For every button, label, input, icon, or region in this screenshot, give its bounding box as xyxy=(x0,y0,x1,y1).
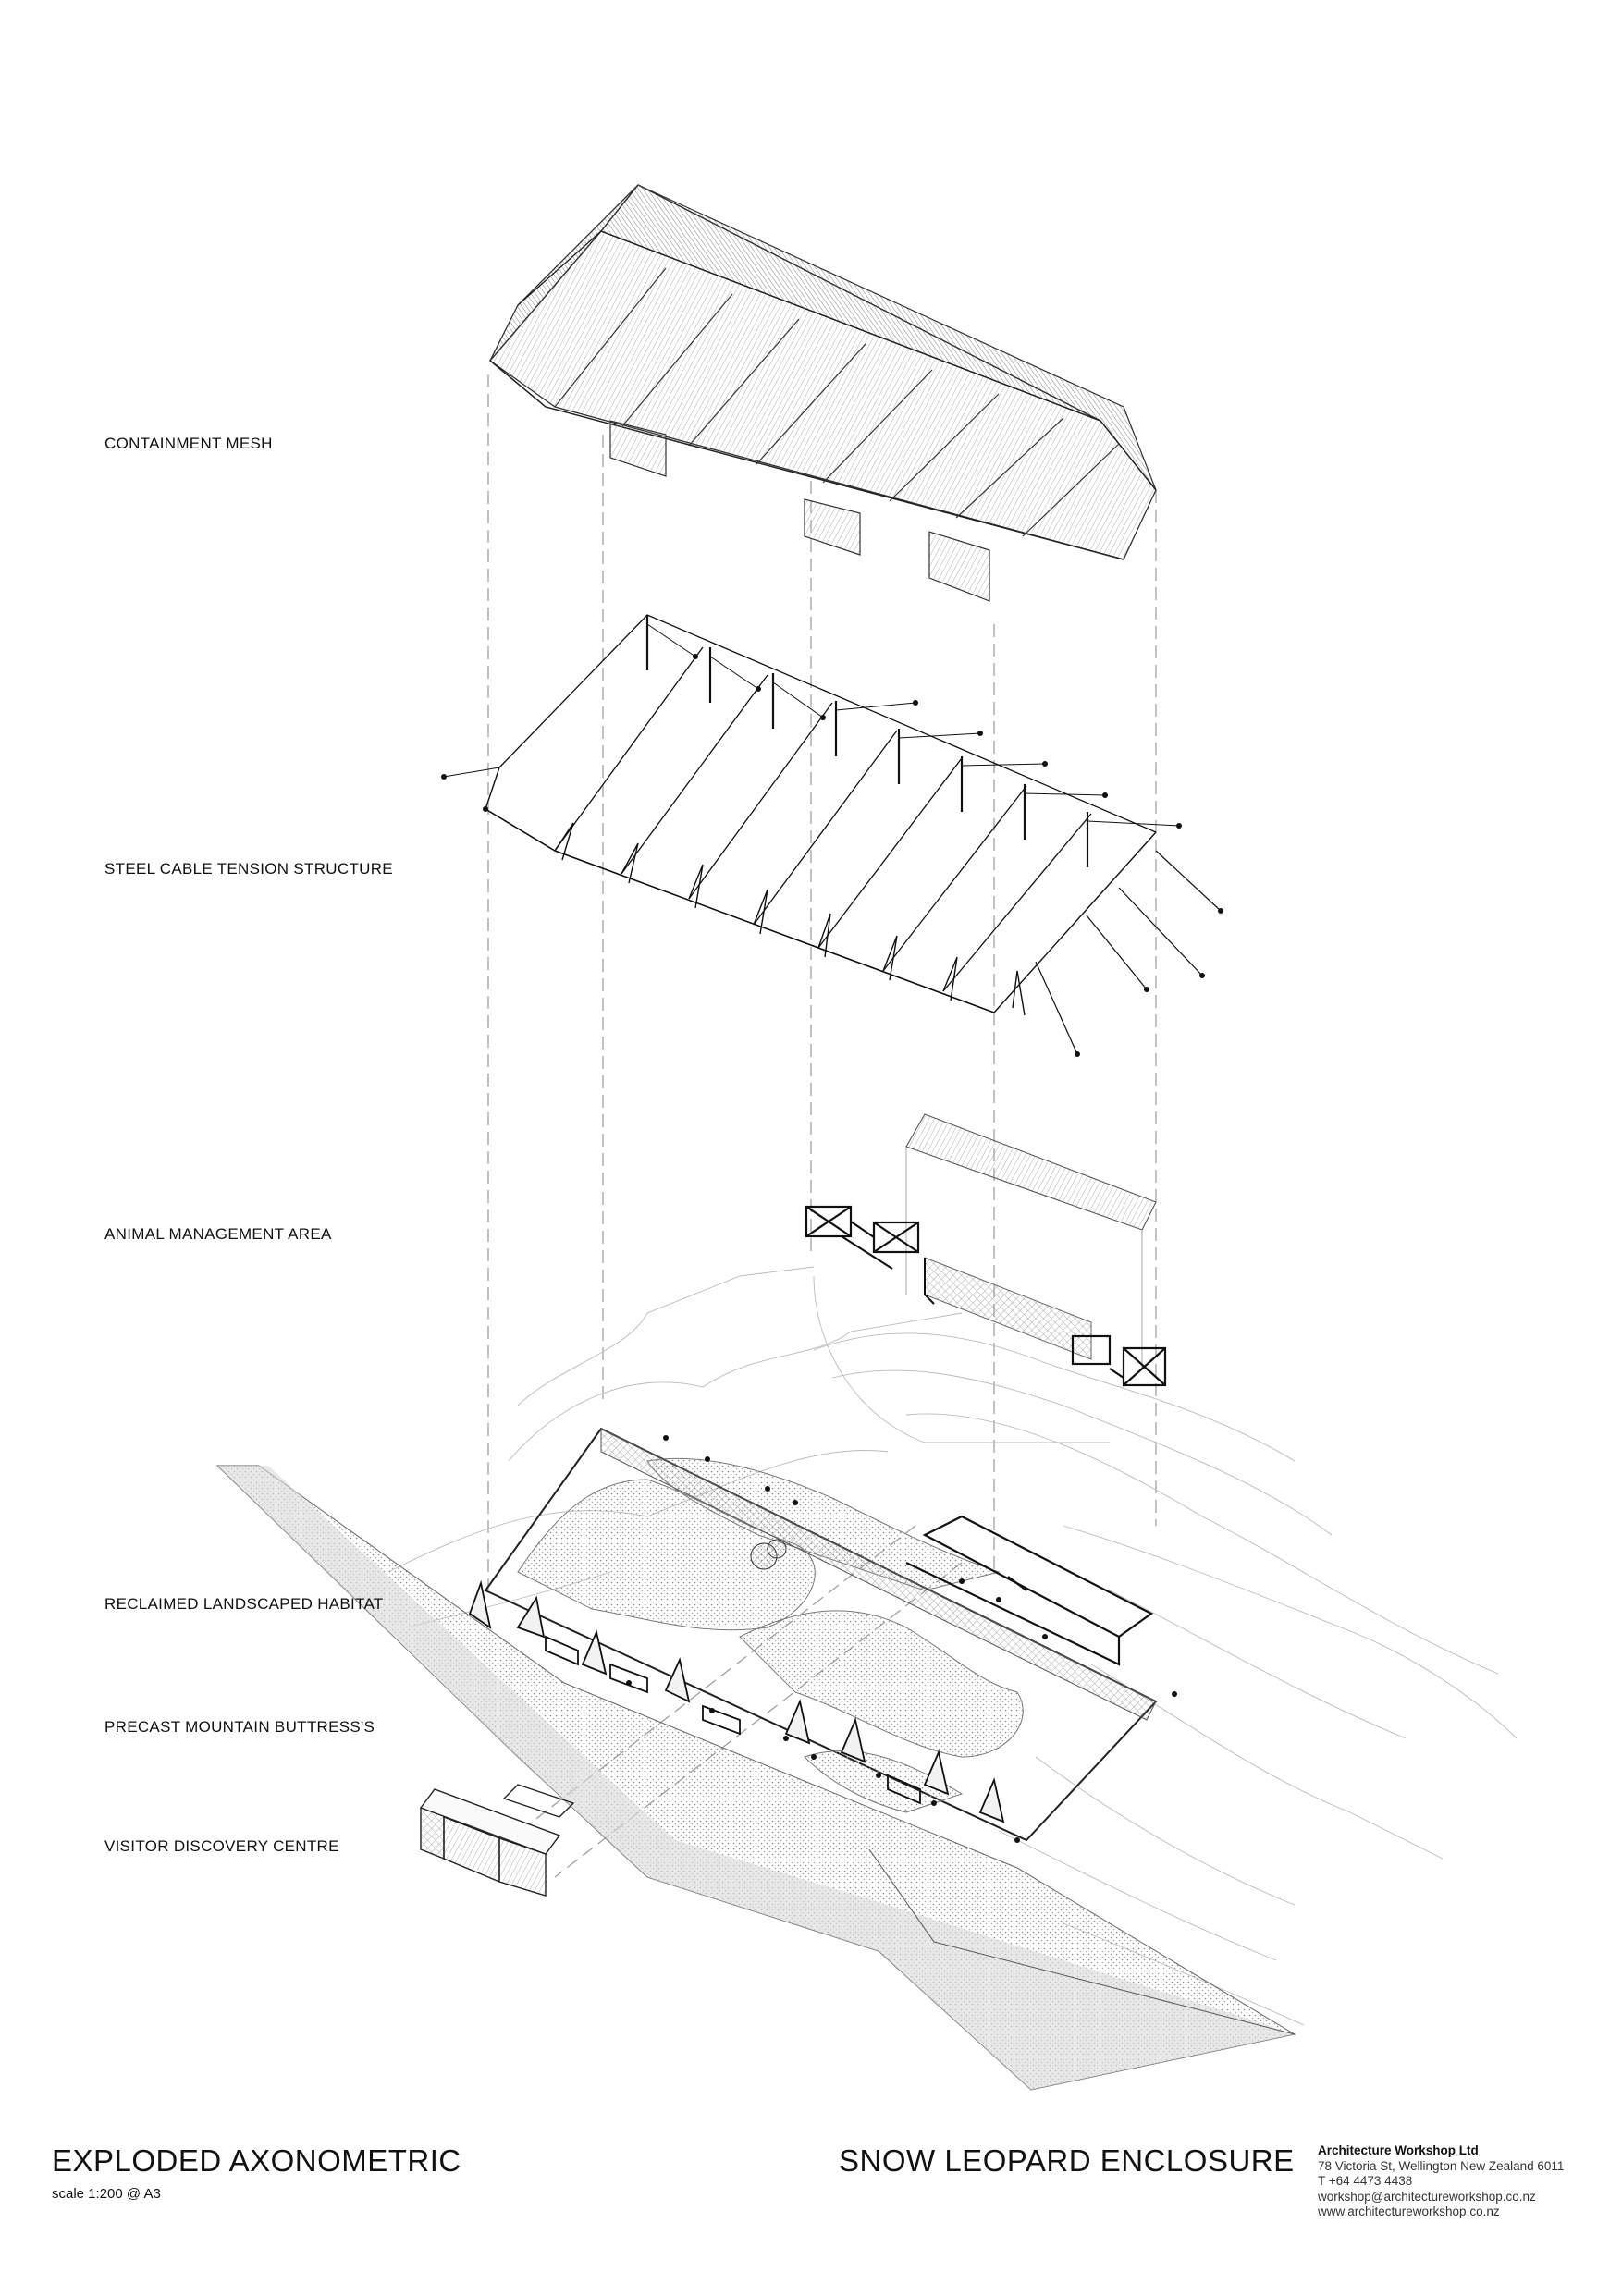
visitor-centre-layer xyxy=(419,1784,575,1897)
firm-address: 78 Victoria St, Wellington New Zealand 6… xyxy=(1318,2158,1565,2173)
scale-note: scale 1:200 @ A3 xyxy=(52,2186,161,2202)
drawing-title: EXPLODED AXONOMETRIC xyxy=(52,2143,461,2178)
label-animal-management-area: ANIMAL MANAGEMENT AREA xyxy=(104,1225,332,1243)
landscaped-habitat-layer xyxy=(387,1266,1518,2026)
firm-email: workshop@architectureworkshop.co.nz xyxy=(1318,2189,1536,2204)
animal-management-layer xyxy=(805,1113,1167,1387)
firm-phone: T +64 4473 4438 xyxy=(1318,2174,1413,2188)
label-precast-mountain-buttress: PRECAST MOUNTAIN BUTTRESS'S xyxy=(104,1718,375,1736)
containment-mesh-layer xyxy=(489,184,1157,602)
label-steel-cable-structure: STEEL CABLE TENSION STRUCTURE xyxy=(104,860,393,878)
firm-contact-block: Architecture Workshop Ltd 78 Victoria St… xyxy=(1318,2143,1564,2220)
steel-cable-structure-layer xyxy=(441,614,1223,1057)
precast-buttress-layer xyxy=(215,1465,1296,2091)
firm-website: www.architectureworkshop.co.nz xyxy=(1318,2204,1500,2218)
label-reclaimed-landscaped-habitat: RECLAIMED LANDSCAPED HABITAT xyxy=(104,1595,384,1613)
firm-name: Architecture Workshop Ltd xyxy=(1318,2143,1479,2157)
project-title: SNOW LEOPARD ENCLOSURE xyxy=(839,2143,1295,2178)
label-visitor-discovery-centre: VISITOR DISCOVERY CENTRE xyxy=(104,1837,339,1855)
label-containment-mesh: CONTAINMENT MESH xyxy=(104,435,273,452)
